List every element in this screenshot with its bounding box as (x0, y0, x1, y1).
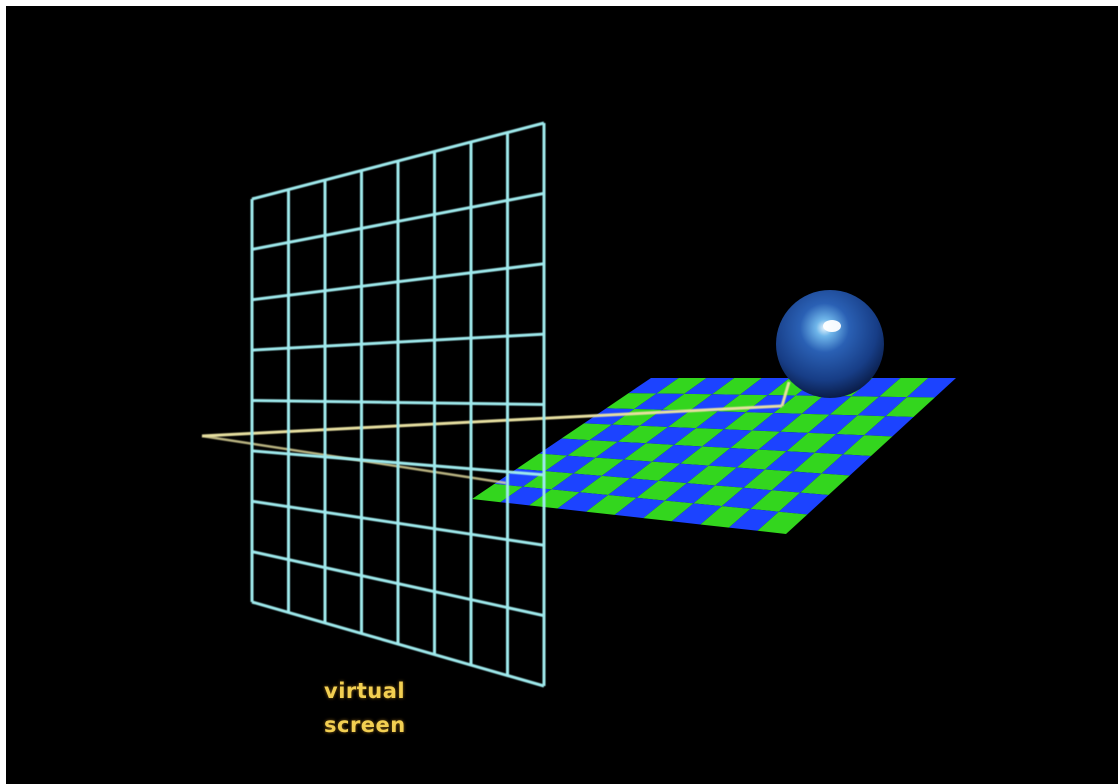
virtual-screen-label: virtual screen (324, 674, 444, 742)
caption-line-1: virtual (324, 674, 444, 708)
ray-tracing-scene (6, 6, 1118, 784)
virtual-screen-grid (252, 123, 544, 686)
caption-line-2: screen (324, 708, 444, 742)
screen-grid-hline (252, 401, 544, 405)
render-frame: virtual screen (6, 6, 1118, 784)
reflective-sphere (776, 290, 884, 398)
